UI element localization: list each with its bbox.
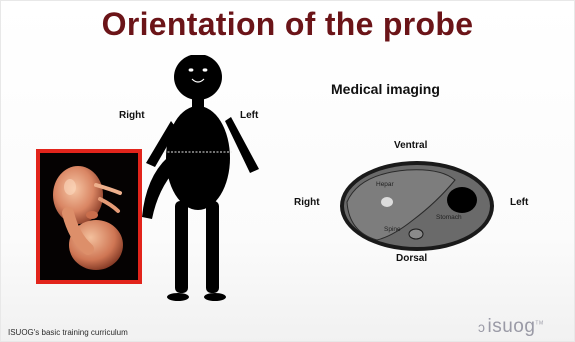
imaging-left-label: Left [510, 197, 528, 208]
footer-text: ISUOG's basic training curriculum [8, 328, 128, 337]
ventral-label: Ventral [394, 140, 427, 151]
isuog-logo-trademark: TM [535, 321, 543, 327]
figure-head [174, 55, 222, 100]
slide-title: Orientation of the probe [0, 6, 575, 43]
stomach-label: Stomach [436, 214, 462, 221]
figure-right-leg [206, 201, 219, 293]
figure-left-label: Left [240, 110, 258, 121]
figure-right-label: Right [119, 110, 145, 121]
stomach-organ [447, 187, 477, 213]
figure-left-leg [175, 201, 188, 293]
isuog-logo-icon: ↄ [478, 319, 486, 335]
figure-torso [166, 106, 230, 210]
spine-label: Spine [384, 226, 401, 233]
abdominal-cross-section-diagram [337, 158, 497, 254]
fetus-ultrasound-photo [36, 149, 142, 284]
isuog-logo-text: isuog [488, 316, 536, 337]
medical-imaging-heading: Medical imaging [331, 81, 440, 97]
hepar-label: Hepar [376, 181, 394, 188]
dorsal-label: Dorsal [396, 253, 427, 264]
spine-organ [409, 229, 423, 239]
human-figure-illustration [130, 55, 270, 305]
imaging-right-label: Right [294, 197, 320, 208]
gallbladder [381, 197, 393, 207]
